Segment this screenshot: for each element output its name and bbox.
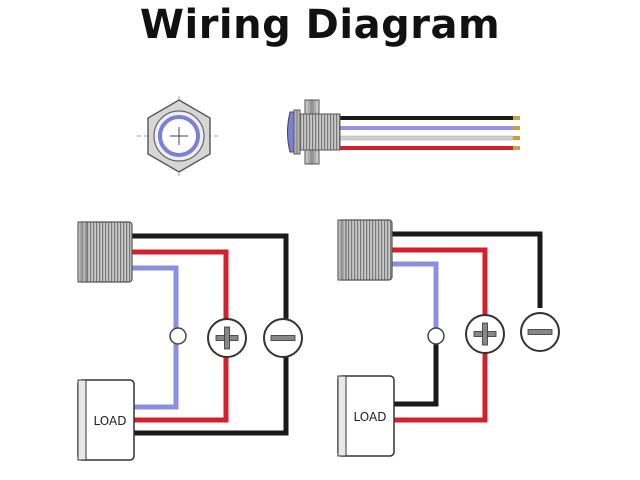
diagram-title: Wiring Diagram — [139, 2, 501, 48]
right-blue-wire — [388, 261, 439, 330]
right-black-wire-bottom — [392, 344, 439, 407]
left-load-label: LOAD — [94, 414, 127, 428]
switch-front-view — [137, 96, 220, 176]
right-negative-terminal-icon — [520, 312, 560, 352]
right-load-label: LOAD — [354, 410, 387, 424]
right-neutral-terminal-icon — [427, 327, 445, 345]
wire-red — [338, 146, 513, 150]
left-blue-wire — [128, 265, 179, 410]
wire-blue — [338, 126, 513, 130]
left-neutral-terminal-icon — [169, 327, 187, 345]
right-black-wire-top — [388, 231, 543, 308]
wire-black — [338, 116, 513, 120]
right-positive-terminal-icon — [465, 314, 505, 354]
left-positive-terminal-icon — [207, 318, 247, 358]
switch-side-view — [287, 99, 520, 165]
wire-white — [337, 135, 514, 141]
left-negative-terminal-icon — [263, 318, 303, 358]
right-circuit: LOAD — [337, 219, 560, 457]
left-circuit: LOAD — [77, 221, 303, 461]
